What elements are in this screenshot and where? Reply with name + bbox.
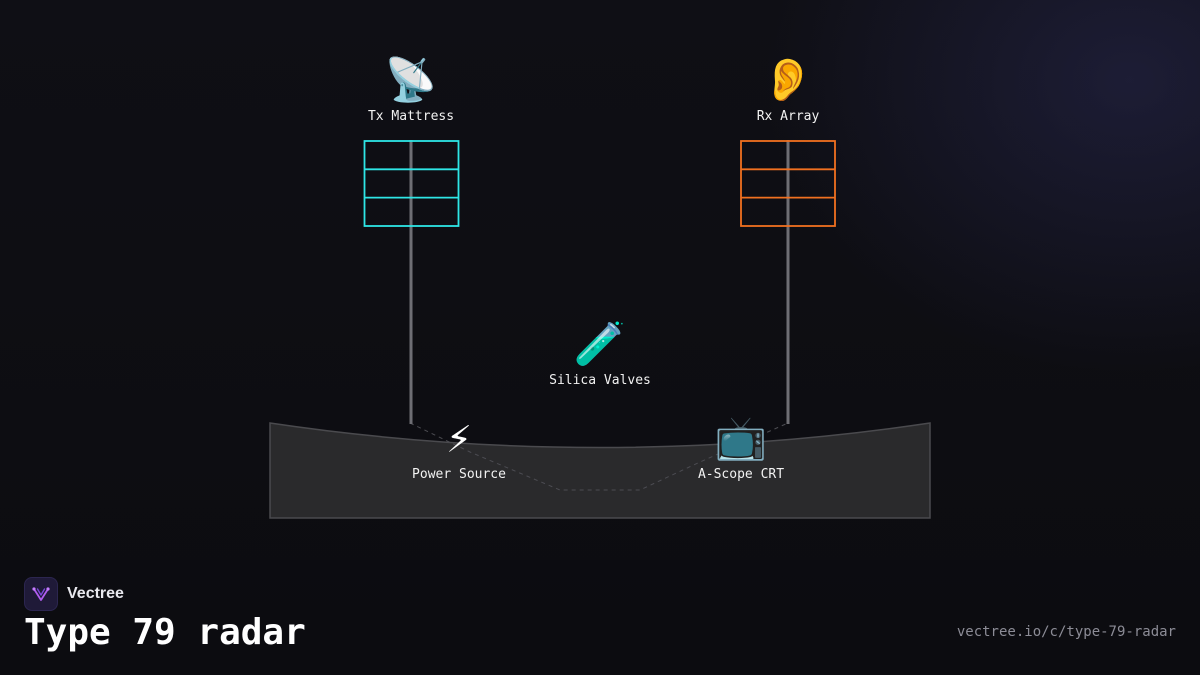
node-a-scope-crt: 📺 A-Scope CRT bbox=[698, 413, 784, 482]
ear-icon: 👂 bbox=[761, 55, 815, 104]
node-label: Silica Valves bbox=[549, 373, 651, 388]
page-url-link[interactable]: vectree.io/c/type-79-radar bbox=[956, 624, 1176, 640]
lightning-bolt-icon: ⚡ bbox=[446, 413, 472, 462]
node-label: Power Source bbox=[412, 467, 506, 482]
node-silica-valves: 🧪 Silica Valves bbox=[549, 319, 651, 388]
rx-antenna-array bbox=[740, 140, 836, 227]
brand: Vectree bbox=[24, 577, 124, 611]
tx-antenna-array bbox=[363, 140, 460, 227]
page-title: Type 79 radar bbox=[24, 612, 306, 653]
satellite-antenna-icon: 📡 bbox=[384, 55, 438, 104]
node-power-source: ⚡ Power Source bbox=[412, 413, 506, 482]
test-tube-icon: 🧪 bbox=[573, 319, 627, 368]
node-label: Rx Array bbox=[756, 109, 820, 124]
node-label: A-Scope CRT bbox=[697, 467, 785, 482]
vectree-logo-icon bbox=[24, 577, 58, 611]
ship-hull-base bbox=[269, 422, 931, 519]
node-rx-array: 👂 Rx Array bbox=[757, 55, 820, 124]
node-tx-mattress: 📡 Tx Mattress bbox=[368, 55, 454, 124]
television-icon: 📺 bbox=[714, 413, 768, 462]
brand-name: Vectree bbox=[67, 585, 124, 602]
node-label: Tx Mattress bbox=[367, 109, 455, 124]
